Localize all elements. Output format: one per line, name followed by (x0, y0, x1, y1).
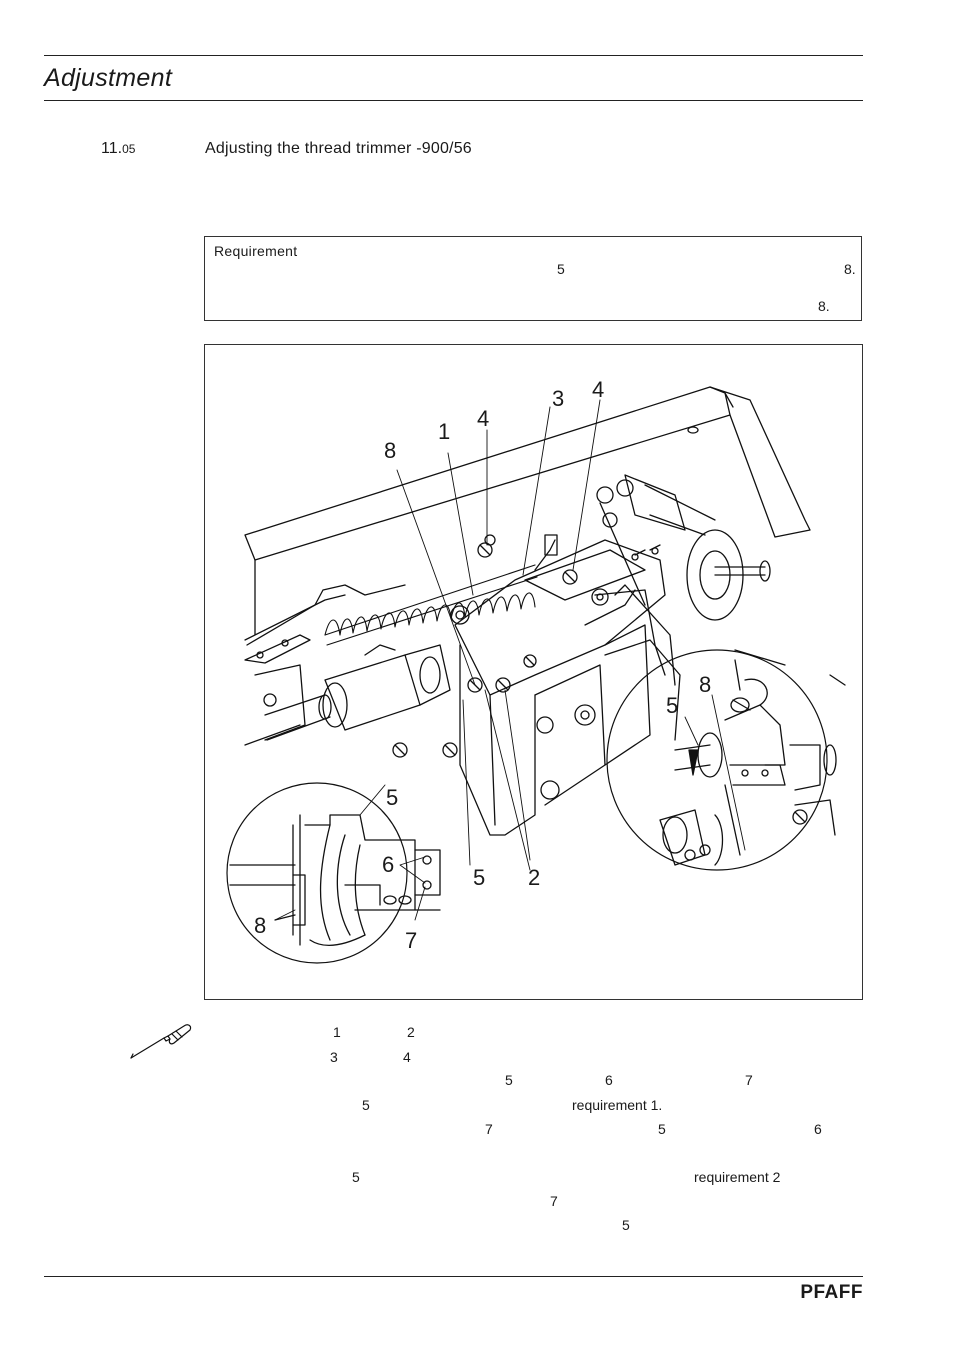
step-ref: requirement 1. (572, 1097, 663, 1113)
screwdriver-icon (130, 1024, 192, 1059)
step-ref: 1 (333, 1024, 341, 1040)
figure-box: 8 1 4 3 4 8 5 5 6 8 7 5 2 (204, 344, 863, 1000)
step-ref: 4 (403, 1049, 411, 1065)
callout-5: 5 (666, 693, 679, 718)
step-ref: 5 (505, 1072, 513, 1088)
step-ref: 3 (330, 1049, 338, 1065)
page-header-title: Adjustment (44, 64, 173, 92)
step-ref: 6 (814, 1121, 822, 1137)
callout-7: 7 (405, 928, 418, 953)
requirement-label: Requirement (214, 243, 298, 259)
requirement-ref: 5 (557, 261, 565, 277)
callout-1: 1 (438, 419, 451, 444)
step-ref: 5 (658, 1121, 666, 1137)
step-ref: 7 (550, 1193, 558, 1209)
step-ref: requirement 2 (694, 1169, 781, 1185)
section-number: 11.05 (101, 140, 136, 157)
step-ref: 2 (407, 1024, 415, 1040)
callout-8: 8 (699, 672, 712, 697)
callout-3: 3 (552, 386, 565, 411)
header-bottom-rule (44, 100, 863, 101)
step-ref: 7 (745, 1072, 753, 1088)
step-ref: 6 (605, 1072, 613, 1088)
step-ref: 5 (622, 1217, 630, 1233)
step-ref: 5 (352, 1169, 360, 1185)
callout-5: 5 (386, 785, 399, 810)
requirement-ref: 8. (844, 261, 856, 277)
requirement-ref: 8. (818, 298, 830, 314)
footer-rule (44, 1276, 863, 1277)
callout-8: 8 (384, 438, 397, 463)
requirement-box: Requirement 5 8. 8. (204, 236, 862, 321)
section-title: Adjusting the thread trimmer -900/56 (205, 140, 472, 157)
callout-8: 8 (254, 913, 267, 938)
callout-4: 4 (592, 377, 605, 402)
callout-5: 5 (473, 865, 486, 890)
header-top-rule (44, 55, 863, 56)
callout-6: 6 (382, 852, 395, 877)
step-ref: 7 (485, 1121, 493, 1137)
brand-logo: PFAFF (800, 1282, 863, 1303)
thread-trimmer-drawing (226, 386, 846, 964)
callout-4: 4 (477, 406, 490, 431)
callout-2: 2 (528, 865, 541, 890)
step-ref: 5 (362, 1097, 370, 1113)
